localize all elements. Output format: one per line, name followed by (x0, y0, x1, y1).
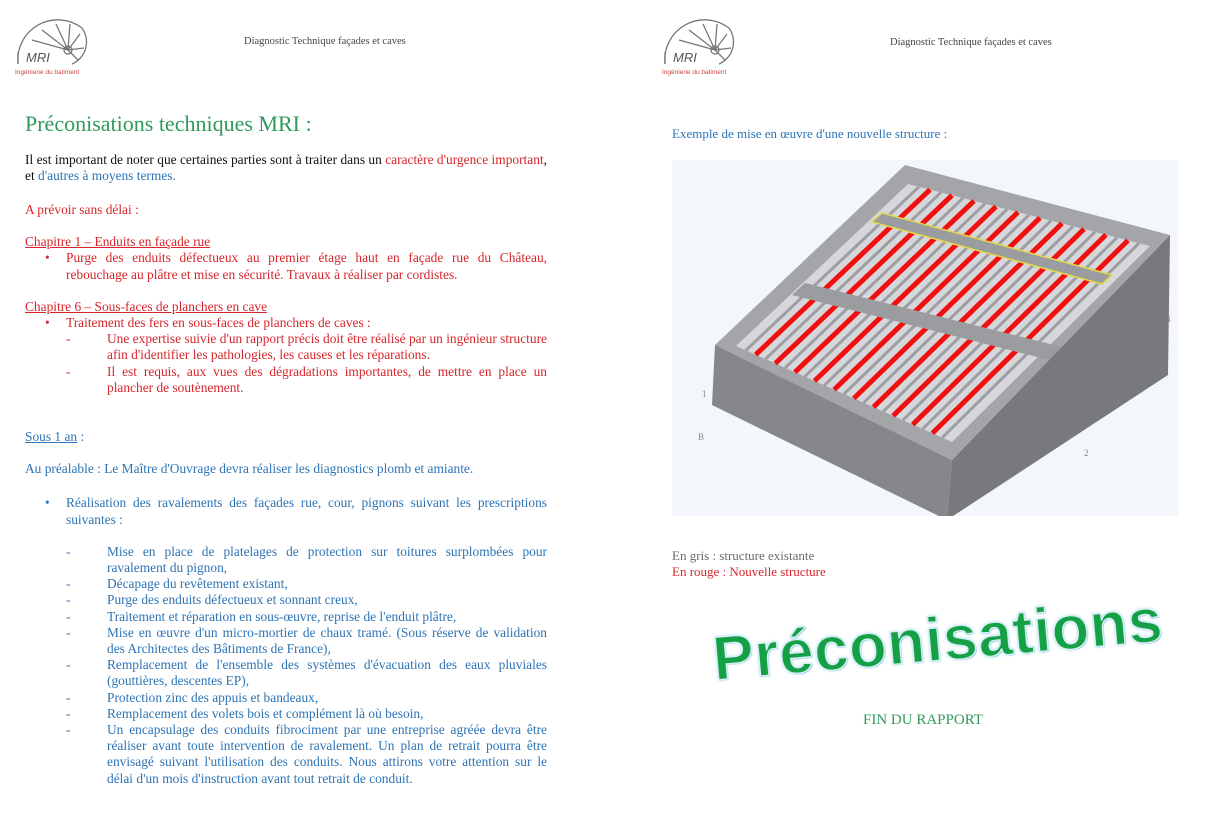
chapter6-bullet-item: • Traitement des fers en sous-faces de pl… (25, 315, 547, 331)
logo-text: MRI (673, 50, 697, 65)
inner-wall-yellow (870, 212, 1114, 285)
chapter1-bullet: Purge des enduits défectueux au premier … (66, 250, 547, 282)
prescription-item: Mise en place de platelages de protectio… (107, 543, 547, 576)
prerequisite-text: Au préalable : Le Maître d'Ouvrage devra… (25, 461, 474, 477)
header-title: Diagnostic Technique façades et caves (244, 36, 406, 47)
chapter6-dash: Une expertise suivie d'un rapport précis… (107, 331, 547, 363)
end-of-report: FIN DU RAPPORT (863, 712, 983, 728)
new-beam (753, 187, 932, 357)
prescription-item: Traitement et réparation en sous-œuvre, … (107, 608, 457, 624)
page-title: Préconisations techniques MRI : (25, 111, 312, 136)
dash-icon: - (66, 624, 71, 640)
prescription-row: - Protection zinc des appuis et bandeaux, (25, 690, 547, 706)
mri-logo: MRI Ingénierie du batiment (15, 19, 88, 76)
intro-paragraph: Il est important de noter que certaines … (25, 152, 547, 184)
existing-beam (764, 191, 943, 361)
dash-icon: - (66, 722, 71, 738)
prescription-row: - Mise en œuvre d'un micro-mortier de cha… (25, 625, 547, 657)
header-title: Diagnostic Technique façades et caves (890, 37, 1052, 48)
dash-icon: - (66, 576, 71, 592)
prescription-item: Un encapsulage des conduits fibrociment … (107, 722, 547, 786)
bullet-icon: • (45, 250, 50, 266)
prescription-row: - Décapage du revêtement existant, (25, 576, 547, 592)
dash-icon: - (66, 543, 71, 559)
existing-beam (744, 185, 921, 352)
immediate-heading: A prévoir sans délai : (25, 202, 139, 217)
within-year-heading: Sous 1 an : (25, 429, 85, 445)
axis-label: B (698, 432, 704, 442)
dash-icon: - (66, 608, 71, 624)
logo-text: MRI (26, 50, 50, 65)
logo-subtitle: Ingénierie du batiment (662, 69, 727, 76)
prescription-row: - Remplacement de l'ensemble des systèmes… (25, 657, 547, 689)
chapter6-dash-item: - Il est requis, aux vues des dégradation… (25, 364, 547, 396)
mri-logo: MRI Ingénierie du batiment (662, 19, 735, 76)
prescription-item: Protection zinc des appuis et bandeaux, (107, 689, 319, 705)
bullet-icon: • (45, 315, 50, 331)
facade-bullet-item: • Réalisation des ravalements des façades… (25, 495, 547, 527)
axis-label: 1 (702, 389, 707, 399)
chapter6-dash-item: - Une expertise suivie d'un rapport préci… (25, 331, 547, 363)
structure-3d-image: 1 B 2 3 4 (672, 160, 1178, 516)
legend-red: En rouge : Nouvelle structure (672, 564, 826, 579)
watermark: Préconisations (709, 585, 1166, 695)
prescription-item: Purge des enduits défectueux et sonnant … (107, 592, 358, 608)
prescription-item: Remplacement de l'ensemble des systèmes … (107, 657, 547, 689)
dash-icon: - (66, 592, 71, 608)
prescription-row: - Purge des enduits défectueux et sonnant… (25, 592, 547, 608)
example-heading: Exemple de mise en œuvre d'une nouvelle … (672, 126, 948, 141)
chapter1-bullet-item: • Purge des enduits défectueux au premier… (25, 250, 547, 282)
chapter1-heading: Chapitre 1 – Enduits en façade rue (25, 234, 211, 250)
prescription-item: Mise en œuvre d'un micro-mortier de chau… (107, 624, 547, 657)
front-left-wall (712, 345, 952, 516)
dash-icon: - (66, 363, 71, 379)
bullet-icon: • (45, 495, 50, 511)
dash-icon: - (66, 705, 71, 721)
chapter6-bullet: Traitement des fers en sous-faces de pla… (66, 315, 371, 331)
prescription-row: - Mise en place de platelages de protecti… (25, 544, 547, 576)
prescription-item: Décapage du revêtement existant, (107, 576, 288, 592)
chapter6-heading: Chapitre 6 – Sous-faces de planchers en … (25, 298, 268, 314)
axis-label: 2 (1084, 448, 1089, 458)
inner-wall (792, 283, 1062, 360)
prescription-row: - Un encapsulage des conduits fibrociment… (25, 722, 547, 787)
dash-icon: - (66, 331, 71, 347)
prescription-row: - Traitement et réparation en sous-œuvre,… (25, 609, 547, 625)
left-page-body: Il est important de noter que certaines … (25, 152, 547, 787)
chapter6-dash: Il est requis, aux vues des dégradations… (107, 363, 547, 395)
front-right-wall (947, 235, 1170, 516)
logo-subtitle: Ingénierie du batiment (15, 69, 80, 76)
dash-icon: - (66, 657, 71, 673)
axis-label: 4 (1166, 314, 1171, 324)
facade-bullet: Réalisation des ravalements des façades … (66, 495, 547, 527)
prescriptions-list: - Mise en place de platelages de protecti… (25, 544, 547, 787)
dash-icon: - (66, 689, 71, 705)
prescription-item: Remplacement des volets bois et compléme… (107, 705, 424, 721)
legend-grey: En gris : structure existante (672, 548, 815, 563)
axis-label: 3 (1115, 396, 1120, 406)
prescription-row: - Remplacement des volets bois et complém… (25, 706, 547, 722)
